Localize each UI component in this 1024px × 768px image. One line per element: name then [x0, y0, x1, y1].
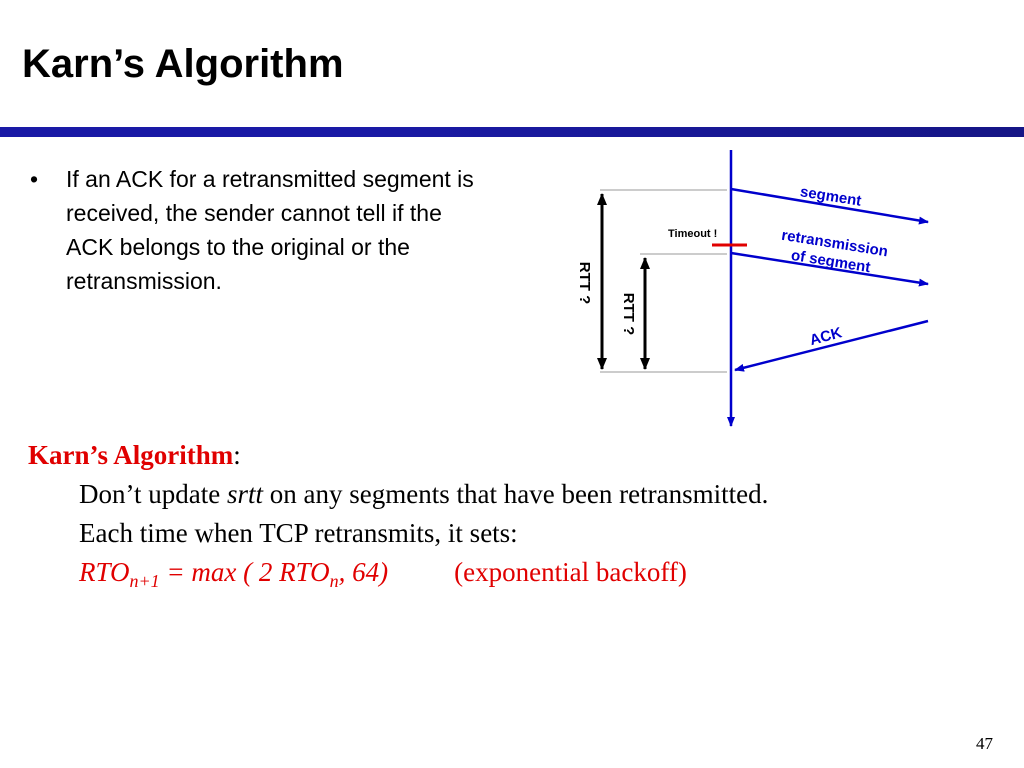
exponential-backoff-note: (exponential backoff)	[454, 557, 687, 587]
retransmission-arrow	[730, 251, 929, 287]
label-rtt-outer: RTT ?	[576, 262, 593, 305]
formula-rto: RTO	[79, 557, 130, 587]
rule-1-text-a: Don’t update	[79, 479, 227, 509]
formula-sub-n: n	[329, 571, 339, 591]
title-divider	[0, 127, 1024, 137]
algorithm-heading-line: Karn’s Algorithm:	[28, 436, 1008, 475]
page-number: 47	[976, 734, 993, 753]
label-rtt-inner: RTT ?	[620, 293, 637, 336]
label-timeout: Timeout !	[668, 228, 717, 240]
segment-arrow	[730, 187, 929, 225]
karn-algorithm-block: Karn’s Algorithm: Don’t update srtt on a…	[28, 436, 1008, 592]
rto-formula: RTOn+1 = max ( 2 RTOn, 64)	[79, 557, 389, 590]
formula-sub-n-plus-1: n+1	[129, 571, 160, 591]
formula-max: = max ( 2 RTO	[159, 557, 330, 587]
algorithm-formula-line: RTOn+1 = max ( 2 RTOn, 64) (exponential b…	[28, 553, 1008, 592]
algorithm-heading-colon: :	[233, 440, 241, 470]
label-ack: ACK	[808, 324, 844, 349]
rule-1-srtt: srtt	[226, 479, 264, 509]
ack-arrow	[734, 319, 929, 372]
slide-title: Karn’s Algorithm	[22, 42, 344, 86]
algorithm-rule-2: Each time when TCP retransmits, it sets:	[79, 518, 518, 548]
algorithm-heading: Karn’s Algorithm	[28, 440, 234, 470]
bullet-text: If an ACK for a retransmitted segment is…	[66, 166, 474, 294]
formula-tail: , 64)	[338, 557, 389, 587]
algorithm-rule-1: Don’t update srtt on any segments that h…	[28, 475, 1008, 514]
rule-1-text-b: on any segments that have been retransmi…	[263, 479, 769, 509]
bullet-marker: •	[30, 166, 39, 192]
